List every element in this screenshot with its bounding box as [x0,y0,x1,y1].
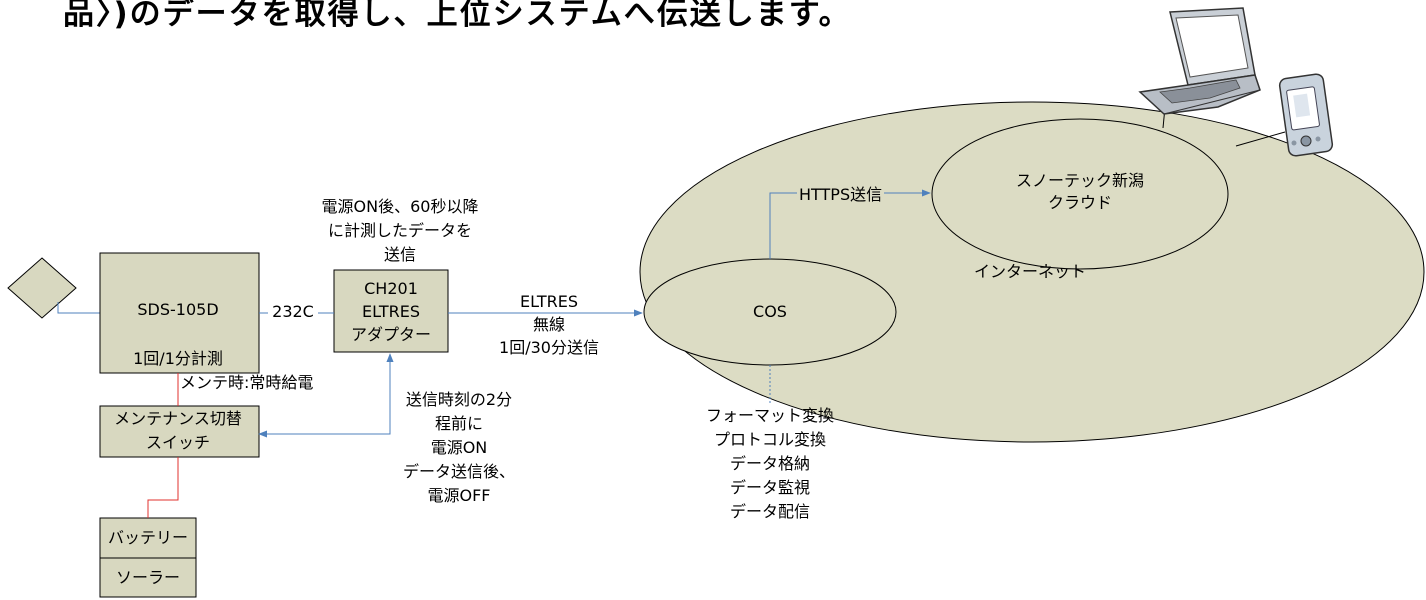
sds-name: SDS-105D [137,300,219,319]
cos-function-1: フォーマット変換 [705,406,835,425]
maintenance-switch-line2: スイッチ [145,433,211,452]
power-control-line1: 送信時刻の2分 [405,390,513,409]
solar-box [99,557,197,598]
battery-label: バッテリー [107,528,189,547]
adapter-line1: CH201 [364,279,418,298]
cos-function-5: データ配信 [729,502,811,521]
cloud-line2: クラウド [1047,193,1113,212]
cloud-ellipse [931,118,1229,270]
solar-label: ソーラー [115,568,181,587]
adapter-line2: ELTRES [362,302,420,321]
adapter-note-line2: に計測したデータを [327,221,473,240]
adapter-box [333,269,449,353]
adapter-note-line1: 電源ON後、60秒以降 [321,197,479,216]
battery-box [99,517,197,559]
power-control-line3: 電源ON [430,438,488,457]
power-control-arrow [258,353,394,438]
laptop-icon [1138,7,1261,115]
cloud-line1: スノーテック新潟 [1015,171,1145,190]
cos-label: COS [753,302,787,321]
cos-function-3: データ格納 [729,454,811,473]
maintenance-power-label: メンテ時:常時給電 [180,373,314,392]
adapter-note-line3: 送信 [383,245,417,264]
radio-label-line2: 無線 [532,315,566,334]
serial-label: 232C [272,302,314,321]
power-control-line2: 程前に [434,414,484,433]
https-label: HTTPS送信 [797,185,885,205]
pda-icon [1278,73,1334,157]
radio-label-line3: 1回/30分送信 [499,338,599,357]
adapter-line3: アダプター [350,325,432,344]
power-control-line4: データ送信後、 [402,462,516,481]
radio-label-line1: ELTRES [520,292,578,311]
battery-power-line [147,457,179,518]
maintenance-switch-box [99,405,260,458]
sds-box [99,252,260,374]
maintenance-switch-line1: メンテナンス切替 [114,409,242,428]
internet-label: インターネット [974,262,1087,281]
power-control-line5: 電源OFF [427,486,491,505]
cos-function-2: プロトコル変換 [713,430,827,449]
cos-function-4: データ監視 [729,478,811,497]
sds-note: 1回/1分計測 [133,349,223,368]
sensor-link [57,302,100,314]
pda-connector [1235,131,1286,147]
page-title: 品〉)のデータを取得し、上位システムへ伝送します。 [63,0,852,32]
sensor-icon [7,257,77,319]
